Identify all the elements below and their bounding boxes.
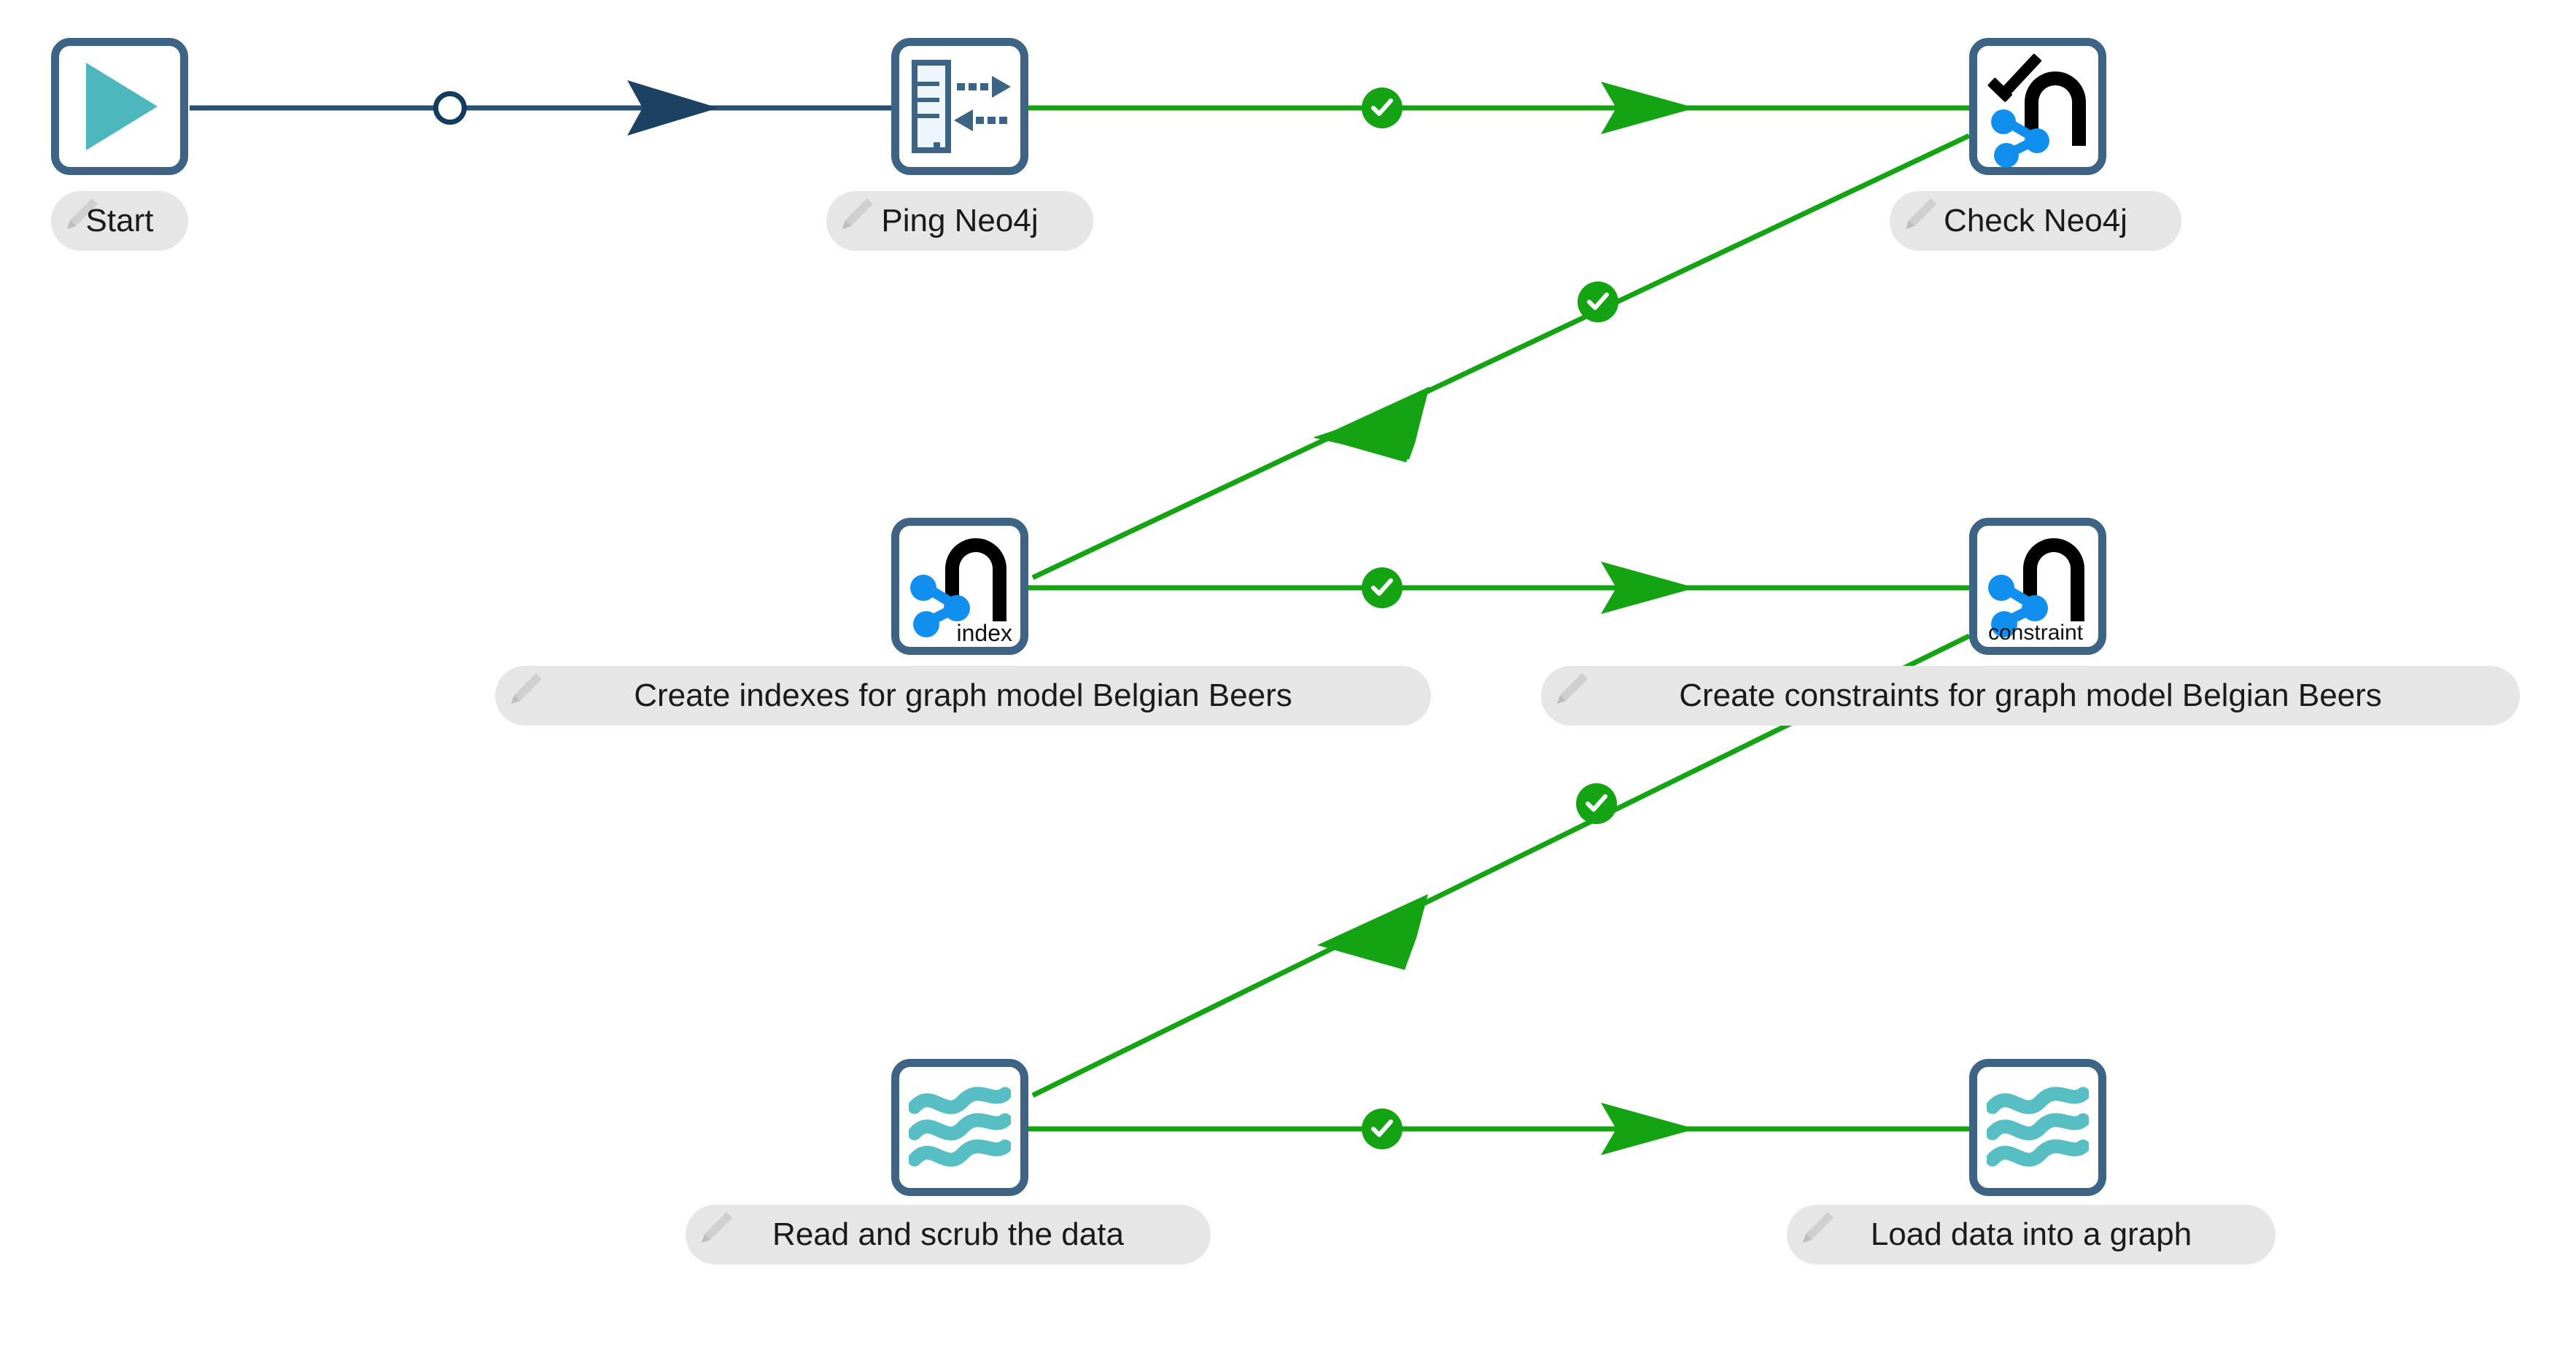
checkmark-icon <box>1987 53 2042 103</box>
node-label-text: Create constraints for graph model Belgi… <box>1679 678 2382 713</box>
node-create-constraints[interactable]: constraint <box>1969 518 2106 655</box>
node-label-read-and-scrub[interactable]: Read and scrub the data <box>686 1205 1211 1265</box>
pencil-edit-icon <box>511 673 542 704</box>
node-start[interactable] <box>51 38 188 175</box>
node-label-text: Start <box>85 203 154 238</box>
node-label-check-neo4j[interactable]: Check Neo4j <box>1890 191 2181 251</box>
check-circle-icon <box>1371 98 1393 116</box>
hop-arrowhead2-check-to-indexes <box>1319 387 1429 462</box>
waves-icon <box>909 1076 1011 1179</box>
node-label-create-indexes[interactable]: Create indexes for graph model Belgian B… <box>495 666 1431 726</box>
icon-tag-index: index <box>956 620 1013 646</box>
hop-arrowhead-ping-to-check <box>1601 82 1696 134</box>
node-load-data-into-graph[interactable] <box>1969 1059 2106 1196</box>
node-create-indexes[interactable]: index <box>891 518 1028 655</box>
hop-arrowhead-start-to-ping <box>627 80 718 136</box>
pencil-edit-icon <box>842 198 873 229</box>
neo4j-constraint-icon: constraint <box>1987 535 2089 645</box>
icon-tag-constraint: constraint <box>1988 621 2084 645</box>
node-label-text: Create indexes for graph model Belgian B… <box>634 678 1292 713</box>
node-ping-neo4j[interactable] <box>891 38 1028 175</box>
node-label-text: Check Neo4j <box>1944 203 2127 238</box>
hop-status-check-to-indexes[interactable] <box>1578 282 1618 322</box>
hop-check-to-indexes[interactable] <box>1031 133 1971 581</box>
node-check-neo4j[interactable] <box>1969 38 2106 175</box>
node-label-load-data-into-graph[interactable]: Load data into a graph <box>1787 1205 2276 1265</box>
hop-status-constraints-to-read[interactable] <box>1576 783 1617 824</box>
pencil-edit-icon <box>702 1212 732 1243</box>
server-exchange-icon <box>909 55 1011 158</box>
waves-icon <box>1987 1076 2089 1179</box>
play-icon <box>69 55 171 158</box>
hop-arrowhead-indexes-to-constraints <box>1601 562 1696 614</box>
hop-arrowhead-read-to-load <box>1601 1103 1696 1155</box>
node-label-ping-neo4j[interactable]: Ping Neo4j <box>826 191 1093 251</box>
pencil-edit-icon <box>1906 198 1936 229</box>
node-label-text: Load data into a graph <box>1870 1216 2192 1252</box>
neo4j-check-icon <box>1987 53 2089 168</box>
node-read-and-scrub[interactable] <box>891 1059 1028 1196</box>
node-label-create-constraints[interactable]: Create constraints for graph model Belgi… <box>1541 666 2520 726</box>
hop-status-read-to-load[interactable] <box>1362 1109 1403 1149</box>
check-circle-icon <box>1586 794 1607 812</box>
pencil-edit-icon <box>1803 1212 1834 1243</box>
node-label-start[interactable]: Start <box>51 191 188 251</box>
check-circle-icon <box>1371 1119 1393 1137</box>
hop-marker-circle-start[interactable] <box>433 91 467 125</box>
neo4j-index-icon: index <box>909 535 1012 645</box>
hop-arrowhead-constraints-to-read <box>1317 894 1428 970</box>
pencil-edit-icon <box>1557 673 1588 704</box>
hop-status-indexes-to-constraints[interactable] <box>1362 567 1403 608</box>
hop-status-ping-to-check[interactable] <box>1362 88 1403 128</box>
hop-arrowhead-check-to-indexes <box>1313 400 1426 459</box>
node-label-text: Read and scrub the data <box>772 1216 1124 1252</box>
node-label-text: Ping Neo4j <box>881 203 1039 238</box>
check-circle-icon <box>1371 578 1393 596</box>
check-circle-icon <box>1587 292 1609 310</box>
